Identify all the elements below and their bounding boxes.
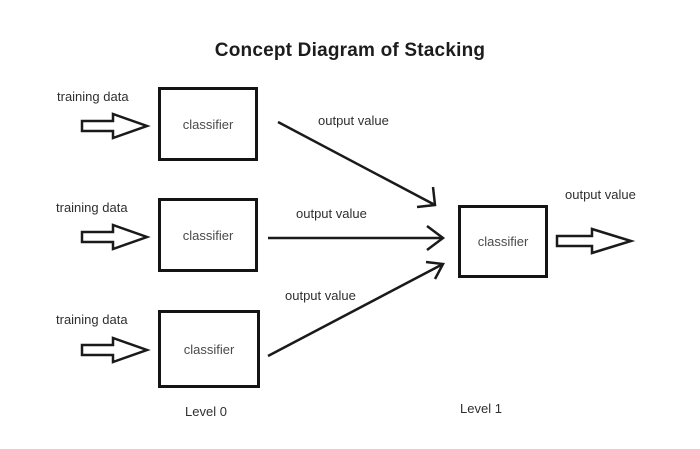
training-data-label-3: training data xyxy=(56,312,128,327)
final-output-arrow-icon xyxy=(555,227,636,255)
training-data-arrow-3-icon xyxy=(80,336,151,364)
output-value-label-bottom: output value xyxy=(285,288,356,303)
level0-classifier-box-1: classifier xyxy=(158,87,258,161)
level0-classifier-label-1: classifier xyxy=(182,116,234,132)
training-data-arrow-2-icon xyxy=(80,223,151,251)
output-value-label-top: output value xyxy=(318,113,389,128)
output-value-label-final: output value xyxy=(565,187,636,202)
output-arrow-bottom-icon xyxy=(267,262,444,358)
training-data-label-2: training data xyxy=(56,200,128,215)
level0-classifier-box-2: classifier xyxy=(158,198,258,272)
level0-classifier-label-3: classifier xyxy=(183,341,235,357)
output-arrow-top-icon xyxy=(277,120,436,207)
output-arrow-top-head-icon xyxy=(416,186,437,209)
level0-classifier-box-3: classifier xyxy=(158,310,260,388)
level0-caption: Level 0 xyxy=(185,404,227,419)
level0-classifier-label-2: classifier xyxy=(182,227,234,243)
level1-caption: Level 1 xyxy=(460,401,502,416)
diagram-title: Concept Diagram of Stacking xyxy=(214,40,486,61)
level1-classifier-label: classifier xyxy=(477,234,529,249)
training-data-label-1: training data xyxy=(57,89,129,104)
training-data-arrow-1-icon xyxy=(80,112,151,140)
level1-classifier-box: classifier xyxy=(458,205,548,278)
output-arrow-bottom-head-icon xyxy=(425,260,445,280)
output-value-label-middle: output value xyxy=(296,206,367,221)
output-arrow-middle-head-icon xyxy=(426,225,446,251)
